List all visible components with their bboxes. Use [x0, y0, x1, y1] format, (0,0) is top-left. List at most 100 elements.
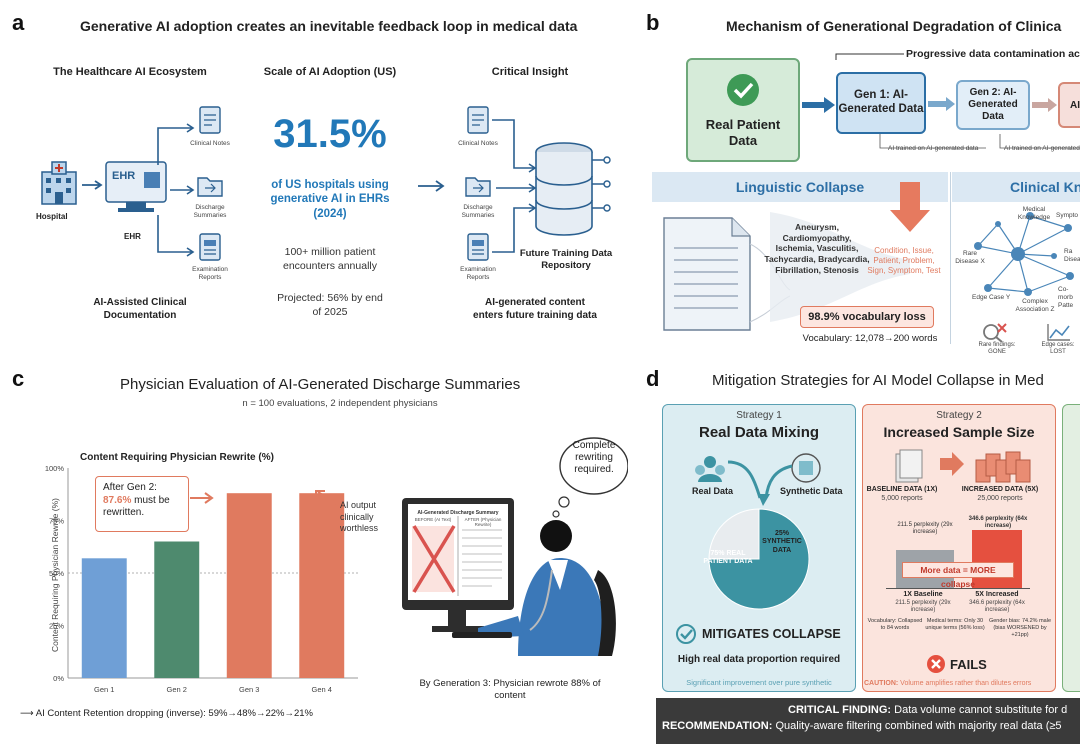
physician-illustration: [402, 437, 628, 656]
callout-arrow: [190, 492, 214, 504]
real-patient-label: Real Patient Data: [705, 116, 781, 148]
bar-gen-3: [226, 493, 272, 678]
pie-slice-real: [708, 508, 810, 610]
improve-text: Significant improvement over pure synthe…: [686, 678, 832, 687]
vocab-stat: Vocabulary: Collapsed to 84 words: [867, 618, 923, 631]
base-val: 211.5 perplexity (29x increase): [895, 600, 951, 614]
pie-syn-text: 25% SYNTHETIC DATA: [762, 530, 802, 554]
ehr-label: EHR: [124, 232, 141, 241]
panel-b-letter: b: [646, 10, 660, 35]
mitigates-text: MITIGATES COLLAPSE: [702, 627, 841, 641]
recommendation-row: RECOMMENDATION: Quality-aware filtering …: [656, 720, 1080, 732]
y-tick-label: 25%: [49, 622, 64, 631]
callout-pre: After Gen 2:: [103, 482, 157, 493]
adoption-title: Scale of AI Adoption (US): [263, 66, 397, 78]
pie-real-label: 75% REAL PATIENT DATA: [702, 550, 754, 567]
rare-findings-label: Rare findings: GONE: [978, 342, 1016, 356]
y-tick-label: 75%: [49, 517, 64, 526]
y-tick-label: 50%: [49, 569, 64, 578]
hospital-icon: [41, 161, 77, 205]
medterms-stat: Medical terms: Only 30 unique terms (56%…: [925, 618, 985, 631]
callout-value: 87.6%: [103, 494, 132, 506]
progress-bracket: [835, 53, 904, 60]
rec-text: Quality-aware filtering combined with ma…: [775, 720, 1062, 732]
critical-row: CRITICAL FINDING: Data volume cannot sub…: [656, 704, 1080, 716]
inc-label: 5X Increased: [975, 591, 1019, 598]
data-mix-pie: [708, 508, 810, 610]
training-feedback-lines: [879, 134, 1080, 149]
strategy-1-label: Strategy 1: [736, 410, 782, 421]
panel-c-title: Physician Evaluation of AI-Generated Dis…: [120, 376, 521, 393]
adoption-caption: of US hospitals using generative AI in E…: [270, 179, 390, 220]
x-circle-icon: [927, 655, 945, 673]
exam-report-icon-right: [467, 233, 489, 261]
more-data-badge: More data = MORE collapse: [902, 562, 1014, 589]
baseline-label: BASELINE DATA (1X): [866, 486, 938, 493]
trained-label-1: AI trained on AI-generated data: [888, 145, 979, 152]
hospital-label: Hospital: [36, 212, 68, 221]
check-circle-icon: [727, 73, 759, 106]
ai-content-caption: AI-generated content enters future train…: [473, 297, 597, 321]
gen2-box: Gen 2: AI-Generated Data: [956, 80, 1030, 130]
ecosystem-title: The Healthcare AI Ecosystem: [53, 66, 207, 78]
generic-terms: Condition, Issue, Patient, Problem, Sign…: [867, 246, 941, 275]
screen-after: AFTER (Physician Rewrite): [464, 517, 502, 527]
arrow-hospital-ehr: [82, 180, 103, 190]
inc-val: 346.6 perplexity (64x increase): [969, 600, 1025, 614]
retention-arrow-icon: ⟶: [20, 708, 36, 719]
exam-report-icon: [199, 233, 221, 261]
bar-gen-1: [81, 558, 127, 678]
doc-left-0: Clinical Notes: [190, 140, 230, 147]
fails-row: FAILS: [926, 654, 987, 674]
y-tick-label: 100%: [45, 464, 65, 473]
callout-post: must be rewritten.: [103, 494, 170, 519]
increased-sub: 25,000 reports: [977, 495, 1023, 502]
discharge-folder-icon: [197, 177, 223, 197]
doc-left-2: Examination Reports: [192, 266, 228, 281]
arrow-gen2-gen3: [1032, 98, 1057, 112]
panel-b-title: Mechanism of Generational Degradation of…: [726, 18, 1062, 34]
node-label-3: Edge Case Y: [972, 294, 1011, 301]
bar-gen-2: [154, 541, 200, 678]
mitigates-row: MITIGATES COLLAPSE: [676, 624, 856, 644]
database-icon: [535, 142, 611, 236]
node-label-0: Medical Knowledge: [1017, 206, 1051, 221]
node-label-4: Complex Association Z: [1015, 298, 1055, 313]
check-circle-icon-teal: [676, 624, 696, 644]
findings-footer: CRITICAL FINDING: Data volume cannot sub…: [656, 698, 1080, 744]
vocab-count: Vocabulary: 12,078→200 words: [802, 333, 938, 344]
node-label-5: Co-morb Patte: [1058, 286, 1074, 309]
panel-b-divider: [950, 172, 951, 344]
trained-label-2: AI trained on AI-generated data: [1004, 145, 1080, 152]
y-tick-label: 0%: [53, 674, 64, 683]
rec-label: RECOMMENDATION:: [662, 720, 773, 732]
critical-label: CRITICAL FINDING:: [788, 704, 892, 716]
screen-before: BEFORE (AI Text): [414, 517, 452, 522]
pie-real-text: 75% REAL PATIENT DATA: [703, 550, 753, 566]
node-label-6: Ra Disea: [1064, 248, 1080, 263]
fails-text: FAILS: [950, 656, 987, 672]
bars-baseline: [886, 588, 1030, 589]
screen-doc-title: AI-Generated Discharge Summary: [417, 510, 499, 516]
x-tick-label: Gen 4: [312, 685, 332, 694]
pie-syn-label: 25% SYNTHETIC DATA: [758, 530, 806, 555]
gender-stat: Gender bias: 74.2% male (bias WORSENED b…: [988, 618, 1052, 638]
branch-arrows-left: [157, 123, 195, 257]
clinical-knowledge-band: Clinical Kn: [952, 172, 1080, 202]
increased-label: INCREASED DATA (5X): [961, 486, 1039, 493]
projected-text: Projected: 56% by end of 2025: [277, 292, 383, 318]
doc-stacks-icon: [895, 449, 1031, 483]
specific-terms: Aneurysm, Cardiomyopathy, Ischemia, Vasc…: [764, 222, 870, 275]
merge-arrows-right: [492, 119, 537, 253]
clinical-notes-icon-right: [467, 106, 489, 134]
x-tick-label: Gen 1: [94, 685, 114, 694]
base-label: 1X Baseline: [903, 591, 943, 598]
gen2-callout: After Gen 2: 87.6% must be rewritten.: [95, 476, 189, 532]
doc-right-0: Clinical Notes: [458, 140, 498, 147]
adoption-percent: 31.5%: [273, 112, 387, 156]
pie-slice-synthetic: [708, 508, 760, 560]
down-arrow-orange: [890, 182, 930, 232]
arrow-to-insight: [418, 180, 445, 192]
edge-case-chart-icon: [1047, 324, 1070, 341]
synthetic-data-label: Synthetic Data: [780, 486, 843, 496]
